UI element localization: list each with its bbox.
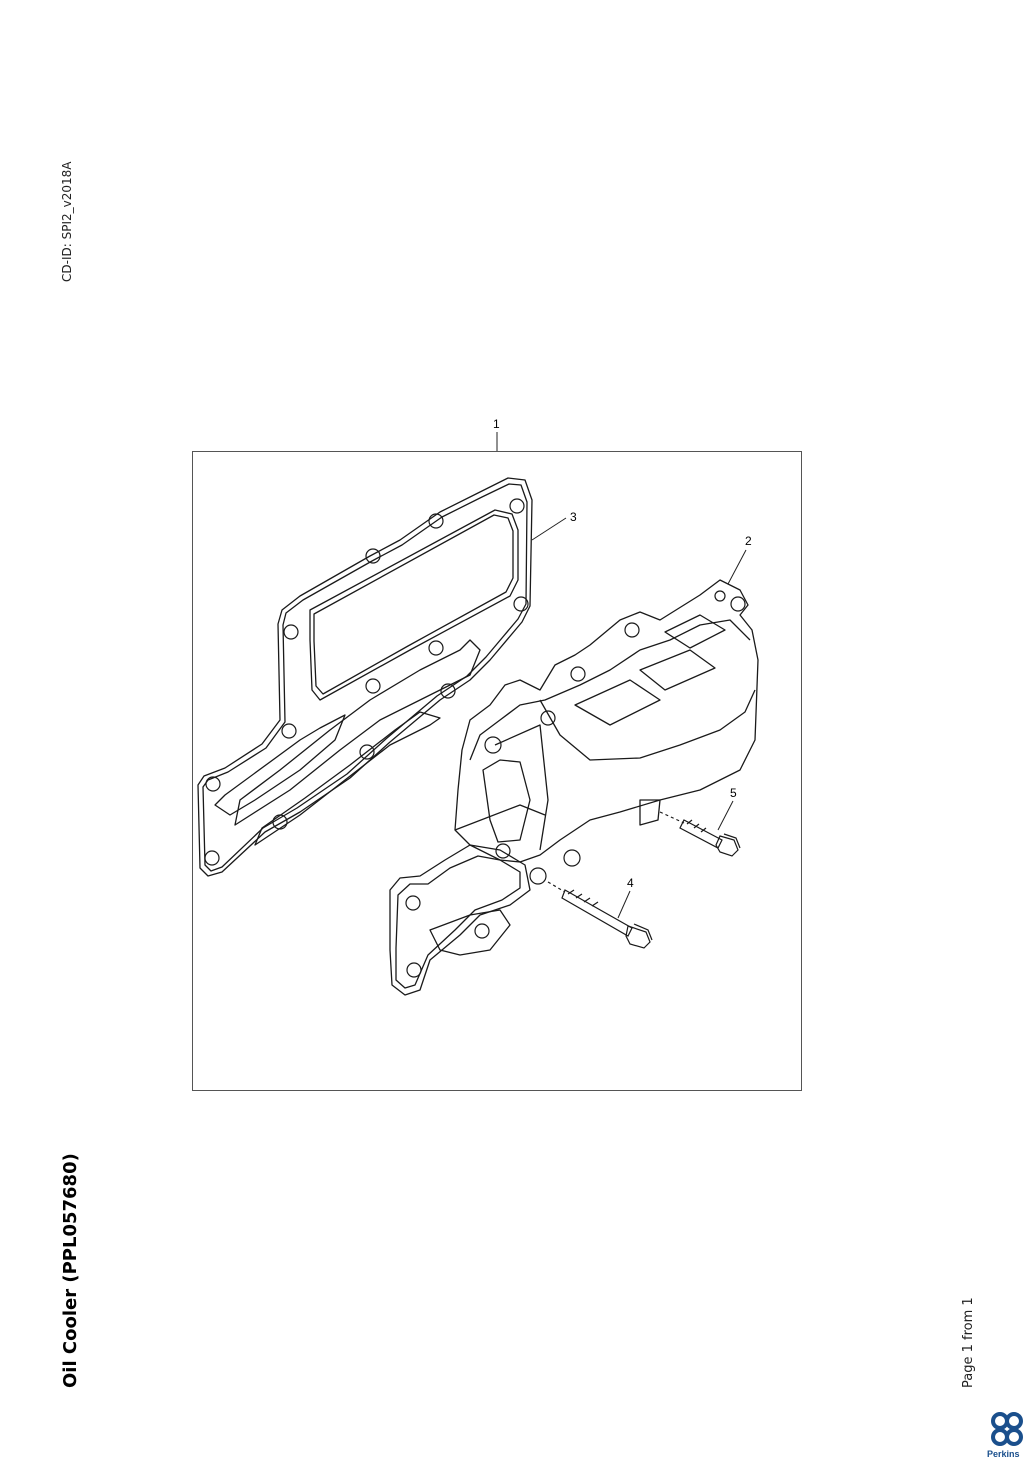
mounting-bracket: [389, 844, 531, 996]
callout-3: 3: [570, 510, 577, 524]
perkins-logo-icon: [991, 1412, 1023, 1446]
callout-4: 4: [627, 876, 634, 890]
bolt-part-4: [547, 881, 653, 949]
gasket-part: [197, 477, 533, 877]
callout-2-leader: [727, 549, 747, 585]
gasket-bolt-holes: [204, 498, 529, 866]
callout-2: 2: [745, 534, 752, 548]
callout-5-leader: [717, 800, 734, 831]
callout-5: 5: [730, 786, 737, 800]
oil-cooler-mount-holes: [484, 590, 746, 885]
diagram-frame: [192, 451, 802, 1091]
callout-3-leader: [531, 517, 567, 541]
brand-name: Perkins: [987, 1449, 1020, 1459]
oil-cooler-body: [454, 579, 759, 863]
callout-4-leader: [617, 890, 631, 919]
bolt-part-5: [659, 811, 741, 857]
callout-1: 1: [493, 417, 500, 431]
bracket-holes: [405, 895, 490, 978]
